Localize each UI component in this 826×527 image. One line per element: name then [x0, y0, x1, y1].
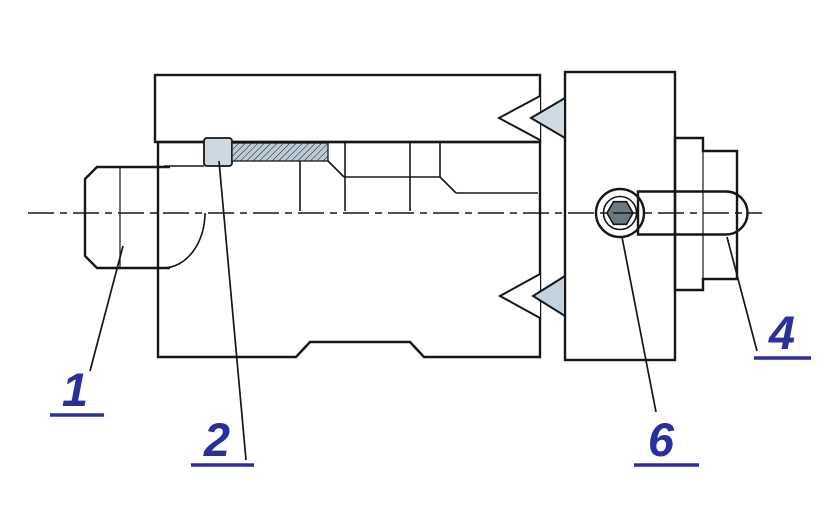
bore-chamfer-1	[327, 160, 345, 178]
bore-details	[162, 137, 538, 269]
callout-4: 4	[726, 236, 811, 360]
inlet-port-part	[83, 165, 170, 270]
callout-4-label: 4	[768, 306, 795, 359]
callout-1-leader	[89, 245, 124, 372]
break-arrow-bottom	[531, 274, 566, 318]
break-arrow-top	[529, 96, 566, 140]
sleeve-part	[673, 136, 739, 292]
break-notch-bottom	[497, 273, 541, 319]
main-body-silhouette	[156, 140, 542, 359]
bore-chamfer-2	[439, 176, 457, 194]
callout-2-label: 2	[203, 413, 230, 466]
body-section-wall	[153, 73, 542, 144]
main-body	[156, 140, 542, 359]
callout-6: 6	[621, 236, 699, 467]
thread-hatch-band	[231, 142, 329, 162]
callout-1-label: 1	[62, 363, 88, 416]
bore-fillet-arc	[162, 212, 206, 269]
callout-4-leader	[726, 236, 758, 352]
callout-6-leader	[621, 236, 657, 413]
callout-1: 1	[50, 245, 124, 417]
callout-2-leader	[218, 160, 247, 461]
callout-2: 2	[191, 160, 254, 467]
callout-6-label: 6	[648, 413, 675, 466]
piston-rod-end	[636, 190, 749, 236]
seal-collar-part	[203, 137, 233, 167]
section-hatch-area	[153, 73, 542, 144]
break-notch-top	[496, 95, 541, 141]
inlet-port-body	[83, 165, 170, 270]
screw-head	[594, 187, 646, 239]
